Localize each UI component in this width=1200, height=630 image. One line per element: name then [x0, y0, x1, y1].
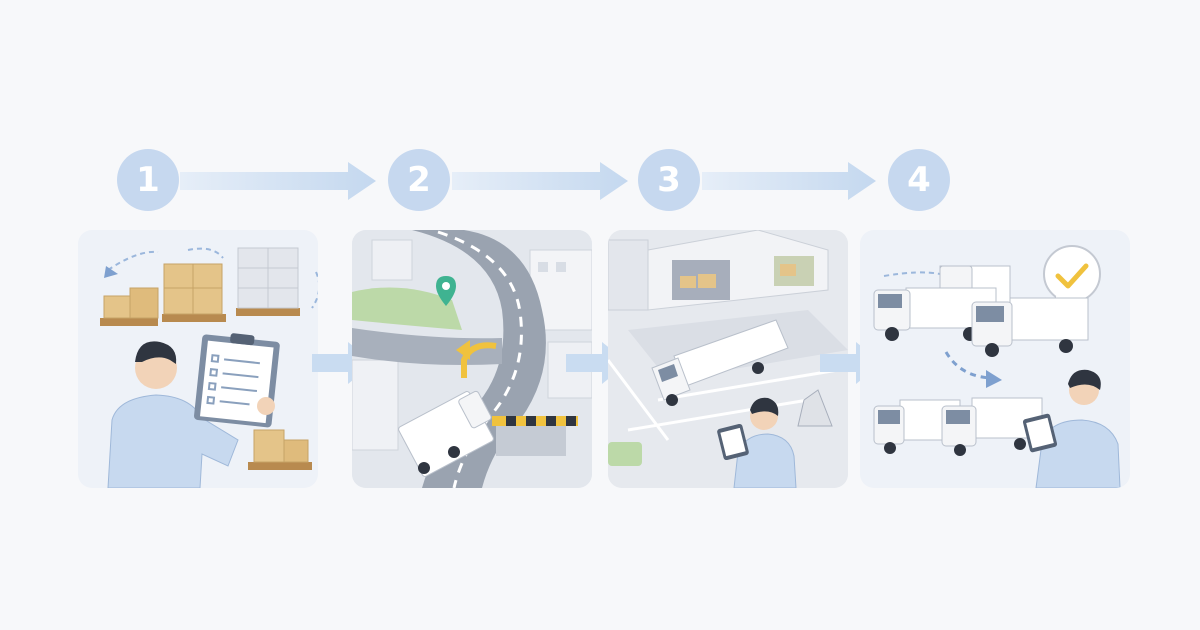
step-2-number: 2	[407, 160, 431, 200]
step-4-circle: 4	[888, 149, 950, 211]
fleet-truck-5	[941, 397, 1043, 456]
panel-2-route	[352, 230, 592, 488]
fleet-truck-2	[873, 287, 997, 341]
step-1-circle: 1	[117, 149, 179, 211]
panel-3-warehouse	[608, 230, 848, 488]
delivery-truck-icon	[651, 319, 789, 406]
step-1-number: 1	[136, 160, 160, 200]
top-arrow-3	[702, 162, 876, 200]
boxes-icon	[100, 263, 226, 326]
top-arrow-2	[452, 162, 628, 200]
top-arrow-1	[180, 162, 376, 200]
map-pin-icon	[436, 276, 456, 306]
step-3-number: 3	[657, 160, 681, 200]
tablet-icon	[717, 423, 749, 461]
panel-4-fleet	[860, 230, 1130, 488]
fleet-truck-3	[971, 297, 1089, 357]
panel-1-loading	[78, 230, 318, 488]
step-3-circle: 3	[638, 149, 700, 211]
step-2-circle: 2	[388, 149, 450, 211]
step-4-number: 4	[907, 160, 931, 200]
truck-icon	[398, 390, 494, 477]
warehouse-icon	[608, 230, 829, 311]
